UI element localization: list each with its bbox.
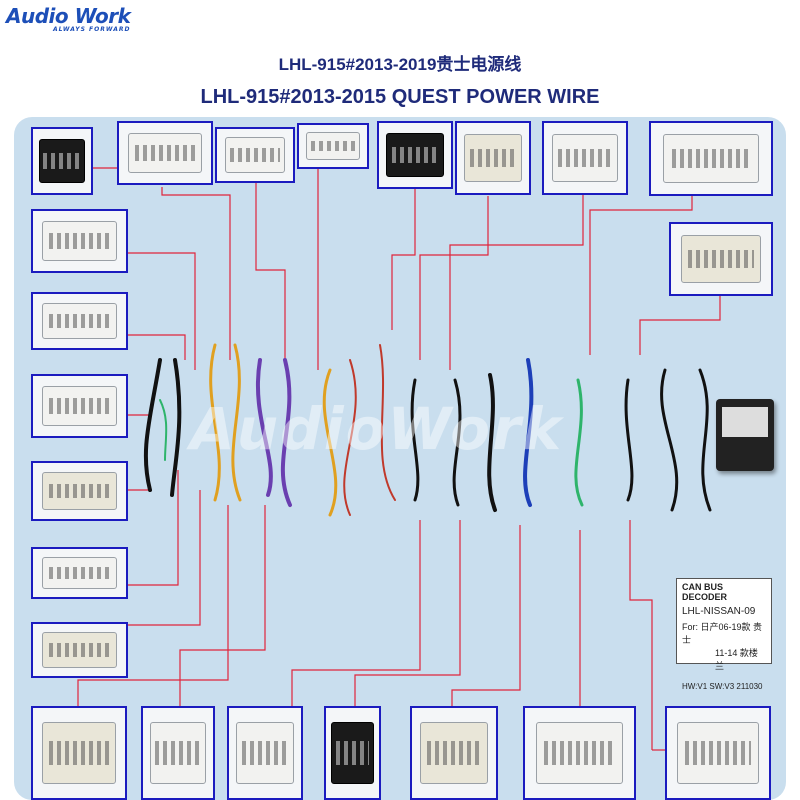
connector-thumb-top-1 xyxy=(31,127,93,195)
decoder-compat-line1: For: 日产06-19款 贵士 xyxy=(682,622,763,645)
connector-thumb-left-2 xyxy=(31,292,128,350)
decoder-version: HW:V1 SW:V3 211030 xyxy=(682,682,763,691)
connector-image xyxy=(236,722,294,784)
wire xyxy=(452,378,462,507)
logo-tagline: ALWAYS FORWARD xyxy=(52,26,131,33)
connector-thumb-bottom-4 xyxy=(324,706,381,800)
connector-thumb-top-8 xyxy=(649,121,773,196)
connector-image xyxy=(42,471,117,511)
wire xyxy=(170,358,182,497)
brand-logo: Audio Work ALWAYS FORWARD xyxy=(6,4,131,33)
connector-thumb-left-1 xyxy=(31,209,128,273)
connector-image xyxy=(681,235,761,283)
decoder-sticker xyxy=(722,407,768,437)
wire xyxy=(698,368,712,512)
wire xyxy=(624,378,634,502)
decoder-compat-line2: 11-14 款楼兰 xyxy=(715,648,758,671)
leader-line xyxy=(589,196,693,355)
connector-image xyxy=(42,385,117,427)
product-panel xyxy=(14,117,786,800)
wire xyxy=(523,358,534,507)
title-chinese: LHL-915#2013-2019贵士电源线 xyxy=(278,55,522,74)
decoder-label-card: CAN BUS DECODER LHL-NISSAN-09 For: 日产06-… xyxy=(676,578,772,691)
connector-image xyxy=(42,220,117,262)
connector-image xyxy=(663,134,759,183)
leader-line xyxy=(449,195,584,370)
connector-thumb-top-4 xyxy=(297,123,369,169)
leader-line xyxy=(451,525,521,706)
wire xyxy=(280,358,292,507)
watermark: AudioWork xyxy=(190,395,564,463)
connector-thumb-top-7 xyxy=(542,121,628,195)
connector-thumb-right-1 xyxy=(669,222,773,296)
connector-image xyxy=(42,632,117,668)
wire xyxy=(231,343,242,502)
wire xyxy=(343,359,357,516)
connector-image xyxy=(386,133,444,177)
connector-thumb-bottom-6 xyxy=(523,706,636,800)
connector-image xyxy=(224,137,286,173)
leader-line xyxy=(639,296,721,355)
connector-thumb-bottom-7 xyxy=(665,706,771,800)
leader-line xyxy=(161,187,231,360)
wire xyxy=(379,344,396,501)
leader-line xyxy=(419,196,489,360)
leader-line xyxy=(291,520,421,706)
connector-image xyxy=(331,722,374,784)
connector-thumb-top-6 xyxy=(455,121,531,195)
wire xyxy=(143,358,162,492)
wire xyxy=(255,358,273,497)
leader-line xyxy=(128,334,186,360)
connector-thumb-bottom-5 xyxy=(410,706,498,800)
connector-image xyxy=(42,556,117,590)
connector-image xyxy=(677,722,759,784)
connector-thumb-left-6 xyxy=(31,622,128,678)
logo-text: Audio Work xyxy=(6,4,131,28)
connector-thumb-bottom-3 xyxy=(227,706,303,800)
leader-line xyxy=(354,520,461,706)
leader-line xyxy=(128,490,201,626)
connector-thumb-top-2 xyxy=(117,121,213,185)
title-english: LHL-915#2013-2015 QUEST POWER WIRE xyxy=(200,86,600,108)
connector-image xyxy=(38,139,86,183)
connector-image xyxy=(464,134,522,182)
connector-thumb-left-3 xyxy=(31,374,128,438)
leader-line xyxy=(391,188,416,330)
connector-image xyxy=(150,722,206,784)
can-bus-decoder-box xyxy=(716,399,774,471)
wire xyxy=(159,399,168,461)
leader-line xyxy=(629,520,653,750)
connector-image xyxy=(42,302,117,340)
wire xyxy=(410,378,420,502)
leader-line xyxy=(128,470,179,586)
decoder-title: CAN BUS DECODER xyxy=(682,582,728,602)
connector-image xyxy=(305,131,361,161)
connector-image xyxy=(42,722,116,784)
wire xyxy=(209,343,221,502)
connector-thumb-top-5 xyxy=(377,121,453,189)
connector-image xyxy=(552,134,618,182)
connector-thumb-left-4 xyxy=(31,461,128,521)
connector-thumb-bottom-1 xyxy=(31,706,127,800)
decoder-model: LHL-NISSAN-09 xyxy=(682,606,756,617)
wire xyxy=(574,378,584,507)
connector-image xyxy=(128,132,202,174)
wire xyxy=(660,368,679,512)
leader-line xyxy=(255,183,286,360)
connector-thumb-bottom-2 xyxy=(141,706,215,800)
connector-image xyxy=(535,722,624,784)
wire xyxy=(322,368,338,517)
connector-thumb-left-5 xyxy=(31,547,128,599)
leader-line xyxy=(179,505,266,706)
leader-line xyxy=(77,505,229,706)
wire xyxy=(487,373,497,512)
leader-line xyxy=(128,252,196,370)
connector-thumb-top-3 xyxy=(215,127,295,183)
connector-image xyxy=(420,722,488,784)
